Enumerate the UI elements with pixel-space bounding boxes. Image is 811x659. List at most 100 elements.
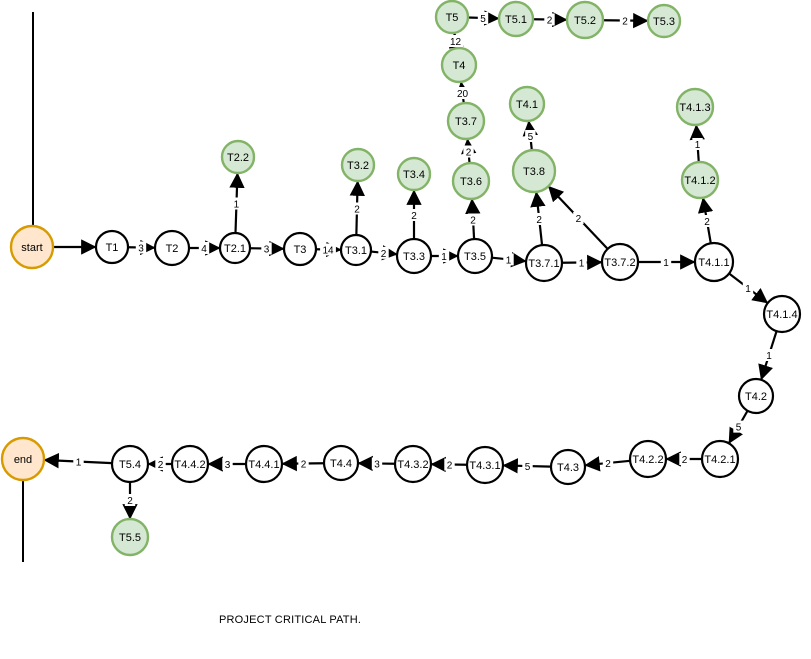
edge-label-bg: [73, 455, 84, 468]
node-circle: [440, 46, 478, 84]
node-label: T3.1: [345, 245, 367, 257]
node-t3-3: T3.3: [395, 237, 433, 275]
edge-weight-t4-1-4-to-t4-2: 1: [766, 351, 772, 362]
edge-label-bg: [378, 246, 389, 259]
edge-weight-t3-7-to-t4: 20: [457, 89, 469, 100]
edge-label-bg: [742, 282, 754, 294]
node-label: T5.4: [119, 459, 141, 471]
edge-weight-t5-4-to-t5-5: 2: [127, 496, 133, 507]
edge-label-bg: [503, 253, 514, 266]
node-t4-1-1: T4.1.1: [693, 241, 735, 283]
node-t3: T3: [282, 231, 318, 267]
edge-weight-t3-3-to-t3-5: 1: [441, 252, 447, 263]
node-label: T4.4.1: [248, 459, 279, 471]
node-circle: [393, 444, 433, 484]
edge-label-bg: [231, 197, 242, 210]
edge-weight-t5-to-t5-1: 5: [480, 14, 486, 25]
edge-weight-t4-1-1-to-t4-1-2: 2: [704, 217, 710, 228]
node-circle: [451, 161, 491, 201]
edge-weight-t3-7-1-to-t3-7-2: 1: [579, 259, 585, 270]
edge-label-bg: [454, 87, 471, 99]
node-circle: [446, 101, 486, 141]
node-t4: T4: [440, 46, 478, 84]
node-circle: [628, 439, 668, 479]
node-t4-2-2: T4.2.2: [628, 439, 668, 479]
node-circle: [322, 444, 360, 482]
node-label: T4.1.3: [679, 102, 710, 114]
edge-weight-t3-5-to-t3-7-1: 1: [506, 255, 512, 266]
edge-weight-t4-2-1-to-t4-2-2: 2: [682, 455, 688, 466]
node-t3-8: T3.8: [511, 148, 557, 194]
edge-weight-t4-1-2-to-t4-1-3: 1: [695, 140, 701, 151]
node-circle: [693, 241, 735, 283]
edge-weight-t2-1-to-t2-2: 1: [234, 199, 240, 210]
edge-label-bg: [447, 35, 464, 47]
edge-weight-t4-4-to-t4-4-1: 2: [301, 459, 307, 470]
node-circle: [110, 444, 150, 484]
node-circle: [244, 444, 284, 484]
node-label: T4: [453, 60, 466, 72]
edge-weight-t4-to-t5: 12: [450, 37, 462, 48]
node-label: T3.7.2: [604, 257, 635, 269]
node-t5-2: T5.2: [565, 0, 605, 40]
edge-label-bg: [222, 458, 233, 470]
edge-weight-t4-1-1-to-t4-1-4: 1: [745, 284, 751, 295]
node-circle: [565, 0, 605, 40]
edge-label-bg: [124, 494, 136, 506]
node-t4-4: T4.4: [322, 444, 360, 482]
node-t4-1: T4.1: [508, 85, 546, 123]
edge-weight-t4-2-to-t4-2-1: 5: [736, 423, 742, 434]
node-t3-1: T3.1: [339, 233, 373, 267]
node-label: T4.1.4: [766, 309, 797, 321]
edge-label-bg: [660, 256, 672, 268]
edge-label-bg: [692, 137, 703, 150]
node-label: T4.2.1: [704, 454, 735, 466]
node-label: T4.2.2: [632, 454, 663, 466]
edge-label-bg: [679, 453, 690, 465]
edge-weight-t4-3-to-t4-3-1: 5: [525, 462, 531, 473]
edge-weight-t3-1-to-t3-2: 2: [354, 204, 360, 215]
node-t1: T1: [94, 229, 130, 265]
node-t4-2-1: T4.2.1: [700, 439, 740, 479]
node-circle: [600, 242, 640, 282]
edge-weight-t3-8-to-t4-1: 5: [528, 132, 534, 143]
node-label: start: [21, 242, 42, 254]
node-circle: [9, 224, 55, 270]
node-label: T3.5: [464, 251, 486, 263]
node-t4-4-1: T4.4.1: [244, 444, 284, 484]
edge-label-bg: [371, 457, 383, 470]
edge-label-bg: [701, 215, 713, 227]
edge-weight-t3-6-to-t3-7: 2: [466, 147, 472, 158]
node-label: T5.5: [119, 532, 141, 544]
node-t4-1-4: T4.1.4: [762, 294, 802, 334]
node-end: end: [0, 436, 46, 482]
edge-label-bg: [155, 458, 166, 470]
edge-weight-t3-to-t3-1: 14: [322, 246, 334, 257]
node-label: T4.3.2: [397, 459, 428, 471]
edge-label-bg: [261, 242, 272, 255]
node-circle: [549, 448, 587, 486]
edge-weight-t4-2-2-to-t4-3: 2: [605, 459, 611, 470]
edge-weight-t3-5-to-t3-6: 2: [470, 215, 476, 226]
node-label: T3: [294, 244, 307, 256]
node-t4-1-2: T4.1.2: [680, 160, 720, 200]
node-circle: [282, 231, 318, 267]
edge-weight-t5-4-to-end: 1: [76, 458, 82, 469]
edge-weight-t4-3-2-to-t4-4: 3: [374, 460, 380, 471]
node-label: T5.1: [505, 14, 527, 26]
node-circle: [646, 3, 682, 39]
node-circle: [762, 294, 802, 334]
node-label: T1: [106, 242, 119, 254]
edge-weight-t3-1-to-t3-3: 2: [381, 249, 387, 260]
node-circle: [680, 160, 720, 200]
edge-weight-t1-to-t2: 3: [138, 243, 144, 254]
edge-label-bg: [438, 250, 450, 262]
node-label: T2: [166, 243, 179, 255]
node-label: T5.2: [574, 15, 596, 27]
edge-label-bg: [467, 213, 479, 226]
node-circle: [511, 148, 557, 194]
edge-label-bg: [198, 242, 210, 254]
node-circle: [456, 237, 494, 275]
node-circle: [700, 439, 740, 479]
